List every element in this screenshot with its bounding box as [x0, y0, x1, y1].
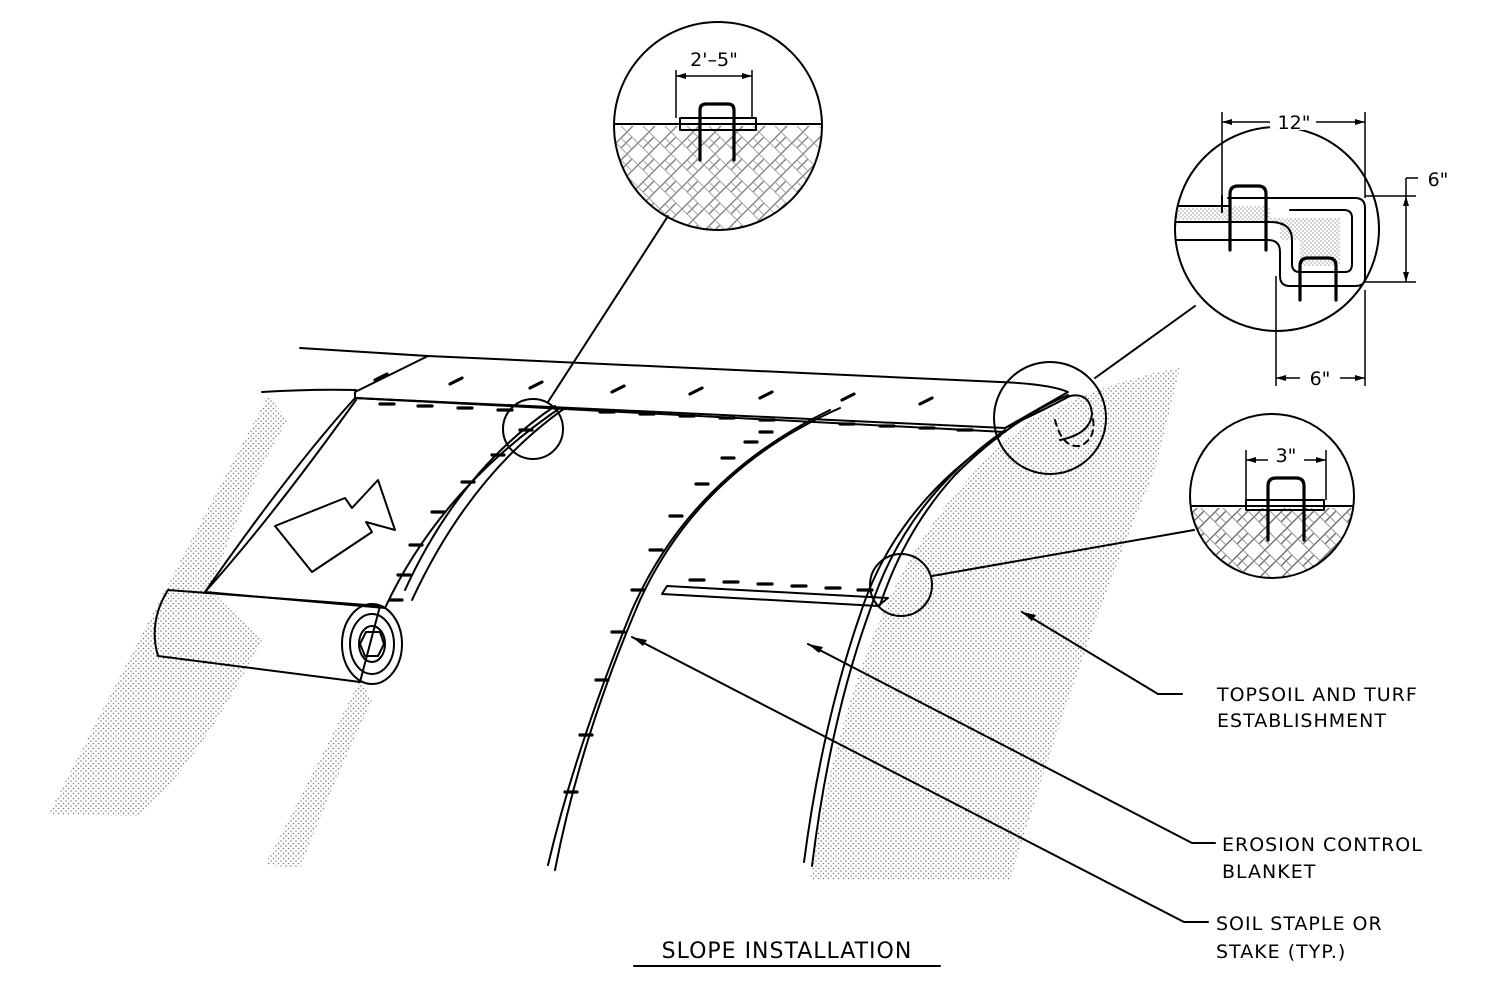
detail-seam-overlap: 3"	[1189, 413, 1355, 579]
topsoil-left-shading	[48, 396, 288, 816]
label-topsoil: TOPSOIL AND TURF ESTABLISHMENT	[1021, 611, 1418, 732]
blanket-seam	[661, 585, 889, 607]
staples-left-seam	[388, 428, 534, 602]
topsoil-right-shading	[810, 368, 1180, 880]
dimension-seam-overlap: 3"	[1276, 445, 1297, 467]
blanket-panel-middle	[554, 407, 841, 871]
blanket-roll	[153, 589, 403, 685]
callout-circle-seam	[869, 553, 933, 617]
dimension-overlap: 2'–5"	[690, 49, 738, 71]
callout-circle-overlap	[502, 398, 564, 460]
title-text: SLOPE INSTALLATION	[662, 939, 913, 964]
callout-circle-anchor	[993, 361, 1107, 475]
unroll-direction-arrow	[274, 479, 396, 573]
slope-main-view	[48, 215, 1196, 880]
label-topsoil-line2: ESTABLISHMENT	[1217, 710, 1387, 732]
drawing-title: SLOPE INSTALLATION	[633, 939, 941, 967]
dimension-anchor-width: 12"	[1278, 112, 1311, 134]
staples-cross-seam	[688, 578, 874, 592]
detail-anchor-trench: 12" 6" 6"	[1174, 110, 1449, 390]
label-staple-line1: SOIL STAPLE OR	[1216, 913, 1383, 935]
staples-middle-seam	[563, 430, 774, 794]
label-blanket-line2: BLANKET	[1222, 861, 1316, 883]
label-blanket-line1: EROSION CONTROL	[1222, 834, 1423, 856]
dimension-anchor-step: 6"	[1310, 368, 1331, 390]
label-topsoil-line1: TOPSOIL AND TURF	[1216, 684, 1418, 706]
label-blanket: EROSION CONTROL BLANKET	[807, 643, 1423, 883]
detail-overlap: 2'–5"	[613, 21, 823, 231]
label-staple-line2: STAKE (TYP.)	[1216, 941, 1346, 963]
dimension-anchor-depth: 6"	[1428, 169, 1449, 191]
staples-top-strip	[373, 372, 974, 432]
topsoil-left-lower-shading	[265, 680, 372, 868]
label-staple: SOIL STAPLE OR STAKE (TYP.)	[631, 636, 1383, 963]
